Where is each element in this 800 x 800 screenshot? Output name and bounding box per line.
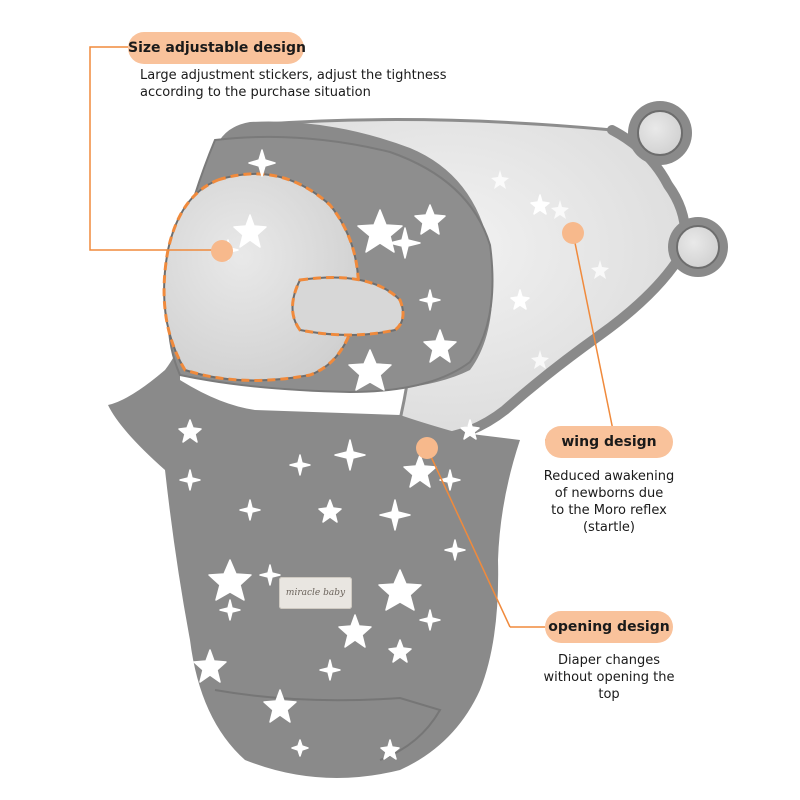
hook-and-loop-patch-icon: [628, 101, 728, 277]
right-wing-border: [425, 125, 691, 445]
wing-design-marker: [562, 222, 584, 244]
description-line: Large adjustment stickers, adjust the ti…: [140, 68, 447, 83]
brand-tag: miracle baby: [279, 577, 352, 609]
large-patch-outline: [162, 172, 360, 382]
lining-star-pattern-icon: [491, 170, 609, 369]
description-line: top: [598, 687, 620, 702]
size-design-marker: [211, 240, 233, 262]
wing-design-label: wing design: [545, 426, 673, 458]
size-adjustable-description: Large adjustment stickers, adjust the ti…: [140, 67, 480, 101]
description-line: (startle): [582, 520, 636, 535]
star-pattern-icon: [178, 149, 550, 760]
opening-design-description: Diaper changes without opening the top: [532, 652, 686, 703]
small-patch-outline: [291, 276, 405, 337]
description-line: Diaper changes: [558, 653, 660, 668]
size-adjustable-label: Size adjustable design: [128, 32, 306, 64]
opening-design-label: opening design: [545, 611, 673, 643]
description-line: of newborns due: [554, 486, 664, 501]
wing-design-description: Reduced awakening of newborns due to the…: [532, 468, 686, 536]
description-line: to the Moro reflex: [551, 503, 667, 518]
opening-design-marker: [416, 437, 438, 459]
description-line: Reduced awakening: [543, 469, 675, 484]
bottom-opening-seam: [214, 689, 442, 761]
description-line: without opening the: [543, 670, 675, 685]
description-line: according to the purchase situation: [140, 85, 371, 100]
